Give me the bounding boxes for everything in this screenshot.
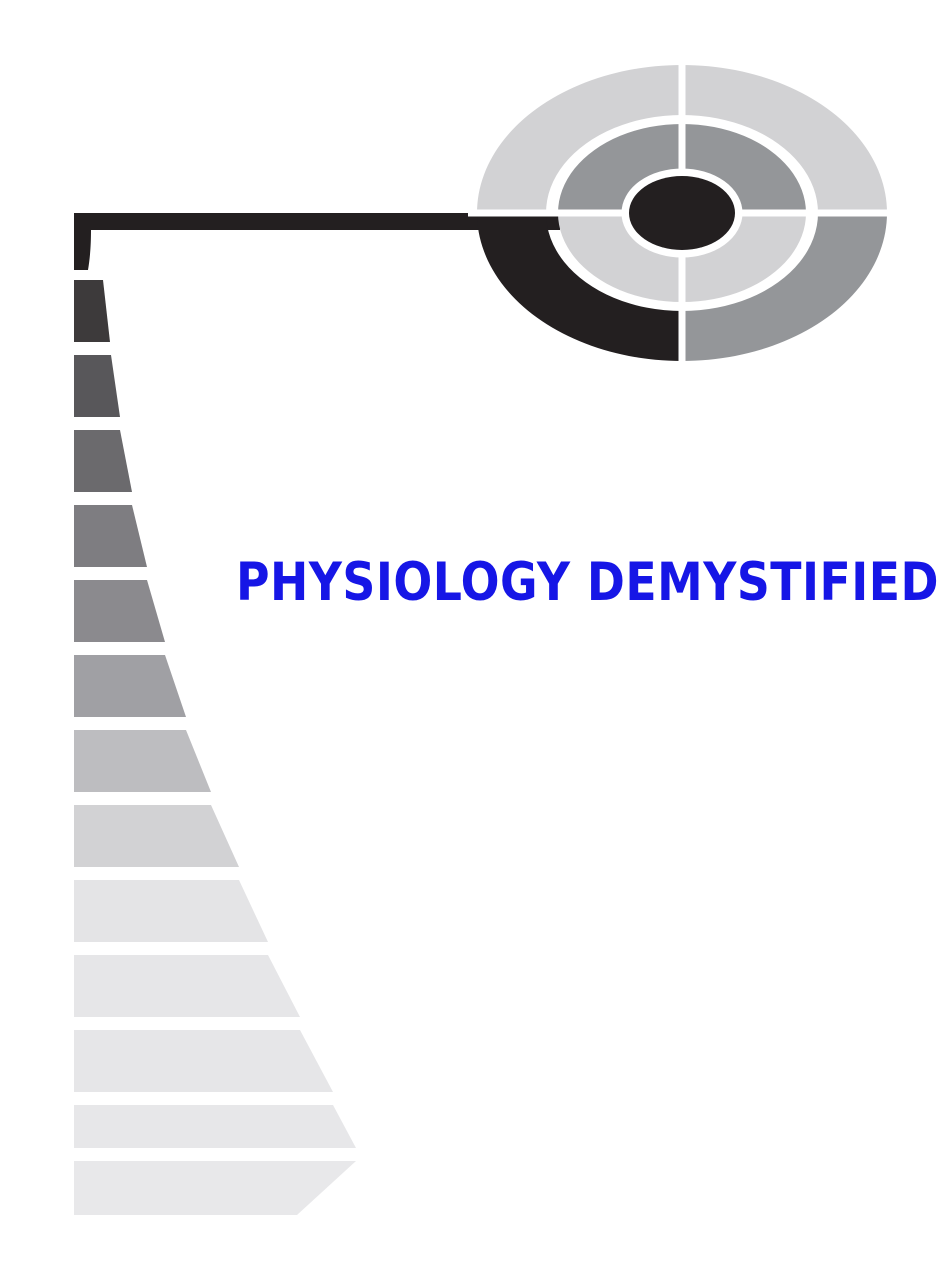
fan-bar-5 xyxy=(74,580,165,642)
fan-bar-9 xyxy=(74,880,268,942)
fan-bar-13 xyxy=(74,1161,356,1215)
fan-bar-3 xyxy=(74,430,132,492)
fan-bar-10 xyxy=(74,955,300,1017)
black-l-connector-bar xyxy=(74,213,560,270)
trapezoid-stripe-fan xyxy=(74,280,356,1215)
logo-center-ellipse xyxy=(629,176,735,250)
logo-center-ellipse-halo xyxy=(621,168,743,258)
fan-bar-12 xyxy=(74,1105,356,1148)
fan-bar-11 xyxy=(74,1030,333,1092)
fan-bar-8 xyxy=(74,805,239,867)
fan-bar-4 xyxy=(74,505,147,567)
fan-bar-6 xyxy=(74,655,186,717)
fan-bar-7 xyxy=(74,730,211,792)
fan-bar-1 xyxy=(74,280,110,342)
fan-bar-2 xyxy=(74,355,120,417)
